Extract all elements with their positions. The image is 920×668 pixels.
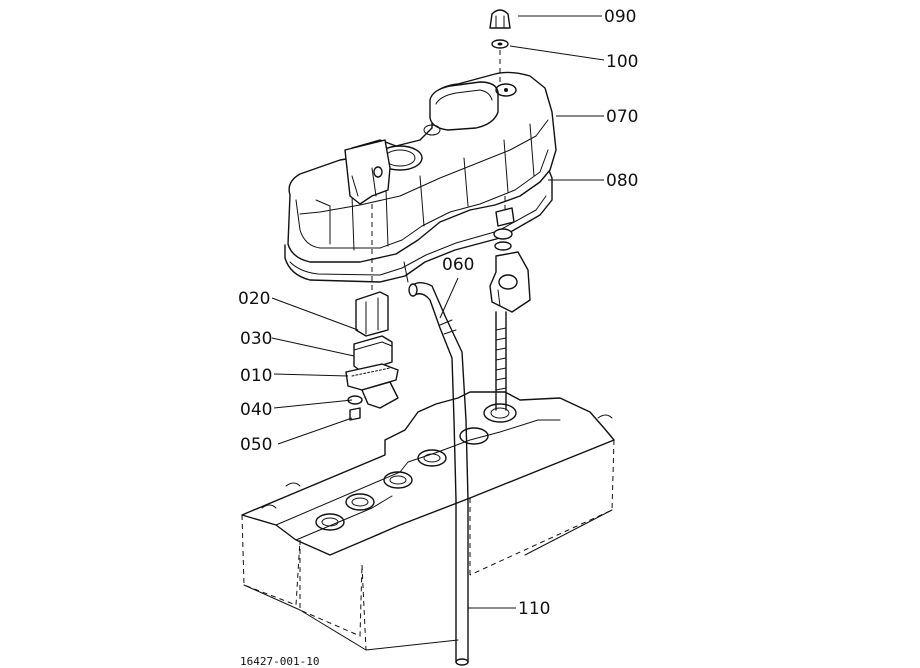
callout-070: 070 bbox=[606, 107, 638, 127]
callout-080: 080 bbox=[606, 171, 638, 191]
callout-100: 100 bbox=[606, 52, 638, 72]
callout-010: 010 bbox=[240, 366, 272, 386]
rocker-stud-drawing bbox=[489, 196, 531, 411]
callout-030: 030 bbox=[240, 329, 272, 349]
breather-hose-drawing bbox=[408, 282, 469, 666]
rocker-cover-drawing bbox=[284, 71, 557, 283]
callout-020: 020 bbox=[238, 289, 270, 309]
cap-nut-drawing bbox=[489, 9, 511, 84]
callout-110: 110 bbox=[518, 599, 550, 619]
drawing-number: 16427-001-10 bbox=[240, 655, 319, 668]
callout-leaders bbox=[271, 15, 605, 609]
callout-labels: 090 100 070 080 060 020 030 010 040 050 … bbox=[238, 7, 638, 668]
breather-assembly-drawing bbox=[345, 204, 399, 421]
callout-090: 090 bbox=[604, 7, 636, 27]
callout-060: 060 bbox=[442, 255, 474, 275]
callout-050: 050 bbox=[240, 435, 272, 455]
cylinder-head-drawing bbox=[241, 391, 615, 651]
callout-040: 040 bbox=[240, 400, 272, 420]
